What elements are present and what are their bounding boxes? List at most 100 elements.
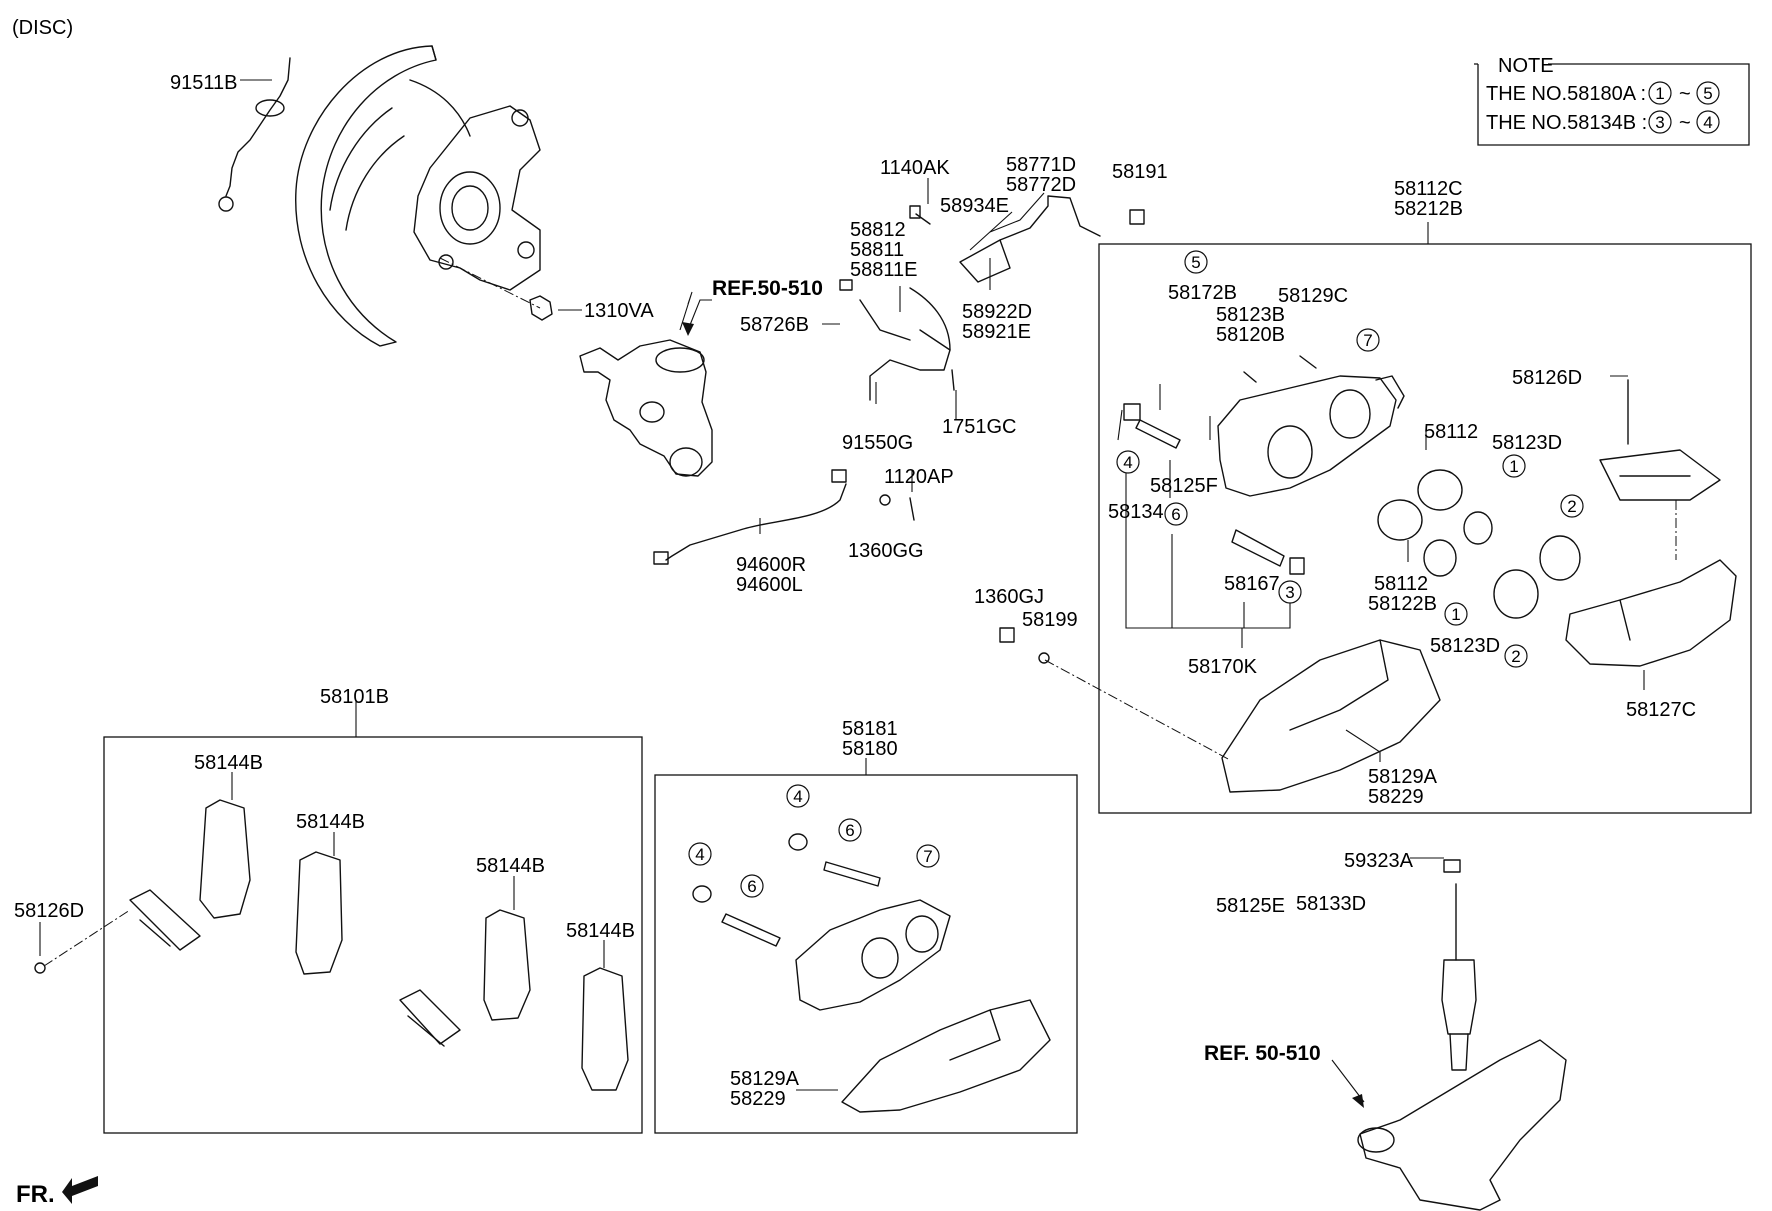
callout-6: 6 (1171, 505, 1180, 524)
label-58112C: 58112C (1394, 178, 1463, 200)
diagram-title: (DISC) (12, 17, 73, 39)
dust-shield-drawing (295, 45, 471, 347)
label-58922D: 58922D (962, 301, 1032, 323)
anti-rattle-spring-top-drawing (1599, 379, 1721, 501)
label-91550G: 91550G (842, 432, 913, 454)
note-line-1-from: 1 (1655, 84, 1664, 103)
label-58133D: 58133D (1296, 893, 1366, 915)
guide-pins-drawing (1123, 355, 1317, 575)
caliper-assembly-box (1098, 243, 1752, 814)
note-line-2-to: 4 (1703, 113, 1712, 132)
label-58129A-bottom: 58129A (730, 1068, 800, 1090)
label-58771D: 58771D (1006, 154, 1076, 176)
label-58125E: 58125E (1216, 895, 1285, 917)
callout-2-lower: 2 (1511, 647, 1520, 666)
label-1310VA: 1310VA (584, 300, 654, 322)
caliper-kit-drawing (692, 833, 1051, 1113)
bracket-58129A-top-drawing (999, 627, 1441, 793)
label-58772D: 58772D (1006, 174, 1076, 196)
label-58120B: 58120B (1216, 324, 1285, 346)
label-58229-top: 58229 (1368, 786, 1424, 808)
bracket-58127C-drawing (1565, 500, 1737, 667)
note-box: NOTE THE NO.58180A : 1 ~ 5 THE NO.58134B… (1474, 55, 1750, 146)
label-91511B: 91511B (170, 72, 237, 94)
callout-7: 7 (1363, 331, 1372, 350)
note-title: NOTE (1498, 55, 1554, 77)
label-1360GJ: 1360GJ (974, 586, 1044, 608)
hub-carrier-drawing (579, 339, 713, 477)
label-58811E: 58811E (850, 259, 917, 281)
label-94600L: 94600L (736, 574, 803, 596)
label-58180: 58180 (842, 738, 898, 760)
leader-lines (39, 79, 1645, 1103)
label-58123D-upper: 58123D (1492, 432, 1562, 454)
label-58122B: 58122B (1368, 593, 1437, 615)
brake-hose-drawing (909, 195, 1101, 283)
label-1751GC: 1751GC (942, 416, 1017, 438)
label-58129C: 58129C (1278, 285, 1348, 307)
kit-callout-6b: 6 (747, 877, 756, 896)
callout-circles: 5 7 4 6 3 1 1 2 2 4 6 7 4 6 (688, 250, 1584, 898)
brake-tube-drawing (839, 279, 955, 401)
ref-upper: REF.50-510 (712, 277, 823, 300)
callout-3: 3 (1285, 583, 1294, 602)
strut-control-arm-drawing (1357, 859, 1567, 1211)
label-58199: 58199 (1022, 609, 1078, 631)
brake-pads-drawing (199, 799, 629, 1091)
nut-1310VA-drawing (439, 257, 553, 321)
note-line-2: THE NO.58134B : (1486, 112, 1647, 134)
note-line-2-sep: ~ (1679, 112, 1691, 134)
label-94600R: 94600R (736, 554, 806, 576)
note-line-2-from: 3 (1655, 113, 1664, 132)
pistons-and-seals-drawing (1377, 469, 1581, 619)
kit-callout-4a: 4 (793, 787, 802, 806)
label-58144B-3: 58144B (476, 855, 545, 877)
label-1360GG: 1360GG (848, 540, 924, 562)
label-1120AP: 1120AP (884, 466, 954, 488)
label-58123B: 58123B (1216, 304, 1285, 326)
front-marker: FR. (16, 1176, 98, 1208)
ref-lower: REF. 50-510 (1204, 1042, 1321, 1065)
label-58170K: 58170K (1188, 656, 1258, 678)
label-58144B-2: 58144B (296, 811, 365, 833)
speed-sensor-cable-drawing (653, 469, 915, 565)
label-58934E: 58934E (940, 195, 1009, 217)
label-1140AK: 1140AK (880, 157, 950, 179)
callout-5: 5 (1191, 253, 1200, 272)
kit-callout-6a: 6 (845, 821, 854, 840)
callout-2-upper: 2 (1567, 497, 1576, 516)
label-58126D-top: 58126D (1512, 367, 1582, 389)
note-line-1: THE NO.58180A : (1486, 83, 1646, 105)
label-58167: 58167 (1224, 573, 1280, 595)
label-58229-bottom: 58229 (730, 1088, 786, 1110)
label-58134: 58134 (1108, 501, 1164, 523)
label-58921E: 58921E (962, 321, 1031, 343)
callout-4: 4 (1123, 453, 1132, 472)
label-58126D-left: 58126D (14, 900, 84, 922)
label-58811: 58811 (850, 239, 904, 261)
part-labels: 91511B 1310VA 1140AK 58771D 58772D 58191… (14, 72, 1696, 1110)
kit-callout-4b: 4 (695, 845, 704, 864)
callout-1-upper: 1 (1509, 457, 1518, 476)
note-line-1-to: 5 (1703, 84, 1712, 103)
pad-kit-box (103, 736, 643, 1134)
label-58112-lower: 58112 (1374, 573, 1428, 595)
label-58212B: 58212B (1394, 198, 1463, 220)
kit-callout-7: 7 (923, 847, 932, 866)
caliper-kit-box (654, 774, 1078, 1134)
label-59323A: 59323A (1344, 850, 1414, 872)
label-58181: 58181 (842, 718, 898, 740)
knuckle-drawing (413, 105, 541, 291)
label-58172B: 58172B (1168, 282, 1237, 304)
label-58144B-1: 58144B (194, 752, 263, 774)
label-58726B: 58726B (740, 314, 809, 336)
label-58191: 58191 (1112, 161, 1168, 183)
caliper-body-drawing (1217, 375, 1405, 497)
label-58112-upper: 58112 (1424, 421, 1478, 443)
front-arrow-icon (62, 1176, 98, 1204)
label-58812: 58812 (850, 219, 906, 241)
label-58144B-4: 58144B (566, 920, 635, 942)
label-58129A-top: 58129A (1368, 766, 1438, 788)
label-58125F: 58125F (1150, 475, 1218, 497)
